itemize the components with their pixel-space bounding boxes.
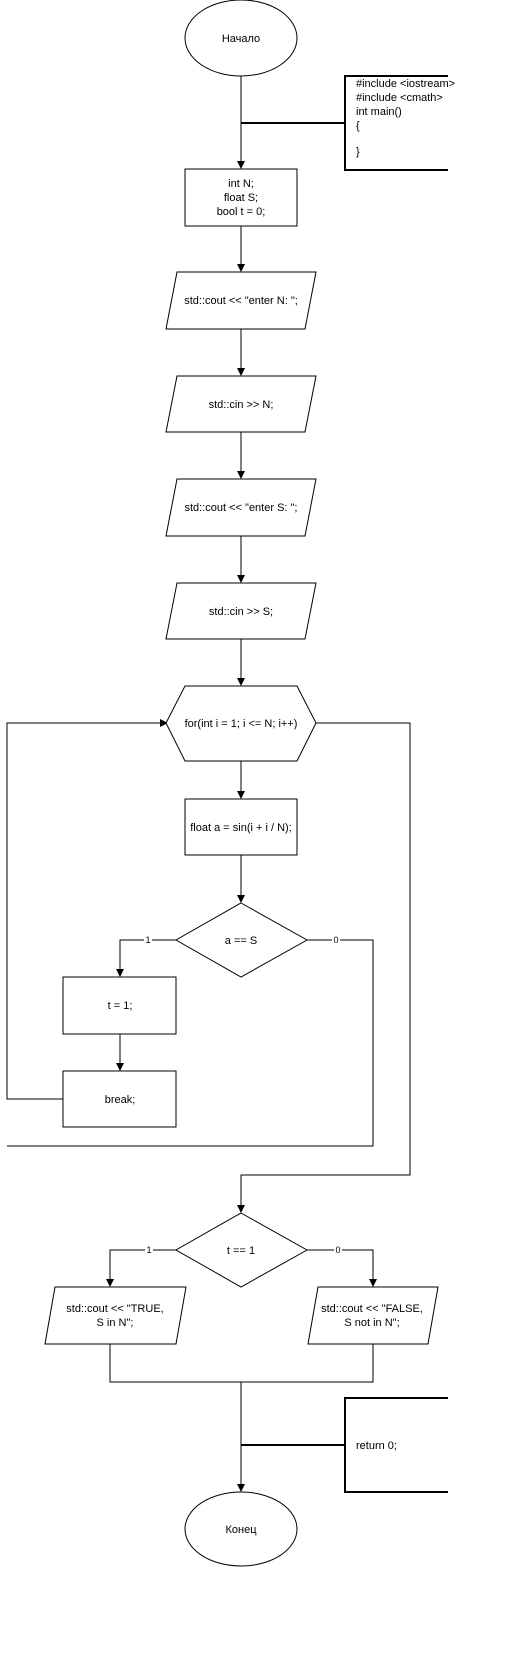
comment-top-line-4: { bbox=[356, 120, 360, 132]
node-decl-line-1: int N; bbox=[228, 178, 254, 190]
node-start: Начало bbox=[184, 0, 298, 77]
node-decl: int N; float S; bool t = 0; bbox=[184, 168, 298, 227]
comment-bottom-text: return 0; bbox=[356, 1440, 397, 1452]
node-cond-a: a == S bbox=[174, 902, 309, 978]
node-decl-line-2: float S; bbox=[224, 192, 258, 204]
node-calc: float a = sin(i + i / N); bbox=[184, 798, 298, 856]
node-loop: for(int i = 1; i <= N; i++) bbox=[165, 685, 317, 762]
node-input-n-label: std::cin >> N; bbox=[209, 399, 274, 411]
edge-label-cond-a-no: 0 bbox=[333, 935, 338, 945]
comment-bottom: return 0; bbox=[241, 1397, 448, 1493]
node-loop-label: for(int i = 1; i <= N; i++) bbox=[185, 718, 298, 730]
edge-merge bbox=[109, 1344, 374, 1383]
edge-break-loop-back bbox=[6, 719, 168, 1100]
node-start-label: Начало bbox=[222, 33, 260, 45]
node-output-false-line-1: std::cout << "FALSE, bbox=[321, 1303, 423, 1315]
node-calc-label: float a = sin(i + i / N); bbox=[190, 822, 291, 834]
comment-top-line-2: #include <cmath> bbox=[356, 92, 443, 104]
node-output-true-line-1: std::cout << "TRUE, bbox=[66, 1303, 163, 1315]
node-output-true-line-2: S in N"; bbox=[97, 1317, 134, 1329]
node-cond-a-label: a == S bbox=[225, 935, 257, 947]
comment-top-line-6: } bbox=[356, 146, 360, 158]
node-assign-t-label: t = 1; bbox=[108, 1000, 133, 1012]
edge-cond-t-no bbox=[307, 1249, 377, 1287]
node-break: break; bbox=[62, 1070, 177, 1128]
node-end-label: Конец bbox=[225, 1524, 257, 1536]
node-output-n-label: std::cout << "enter N: "; bbox=[184, 295, 298, 307]
node-end: Конец bbox=[184, 1491, 298, 1567]
node-output-s: std::cout << "enter S: "; bbox=[165, 478, 317, 537]
edge-labels: 1 0 1 0 bbox=[144, 934, 342, 1256]
node-input-n: std::cin >> N; bbox=[165, 375, 317, 433]
edge-cond-a-yes bbox=[116, 939, 176, 977]
node-break-label: break; bbox=[105, 1094, 136, 1106]
node-output-false: std::cout << "FALSE, S not in N"; bbox=[307, 1286, 439, 1345]
node-input-s-label: std::cin >> S; bbox=[209, 606, 273, 618]
edge-label-cond-t-no: 0 bbox=[335, 1245, 340, 1255]
edge-label-cond-t-yes: 1 bbox=[146, 1245, 151, 1255]
edge-cond-a-no bbox=[7, 939, 374, 1147]
node-output-n: std::cout << "enter N: "; bbox=[165, 271, 317, 330]
node-cond-t-label: t == 1 bbox=[227, 1245, 255, 1257]
node-cond-t: t == 1 bbox=[174, 1212, 309, 1288]
node-assign-t: t = 1; bbox=[62, 976, 177, 1035]
node-output-false-line-2: S not in N"; bbox=[344, 1317, 399, 1329]
node-input-s: std::cin >> S; bbox=[165, 582, 317, 640]
edge-label-cond-a-yes: 1 bbox=[145, 935, 150, 945]
comment-top-line-3: int main() bbox=[356, 106, 402, 118]
node-output-s-label: std::cout << "enter S: "; bbox=[185, 502, 298, 514]
comment-top: #include <iostream> #include <cmath> int… bbox=[241, 75, 455, 171]
node-output-true: std::cout << "TRUE, S in N"; bbox=[44, 1286, 187, 1345]
edge-loop-exit bbox=[237, 722, 411, 1213]
node-decl-line-3: bool t = 0; bbox=[217, 206, 266, 218]
comment-top-line-1: #include <iostream> bbox=[356, 78, 455, 90]
edge-cond-t-yes bbox=[106, 1249, 176, 1287]
